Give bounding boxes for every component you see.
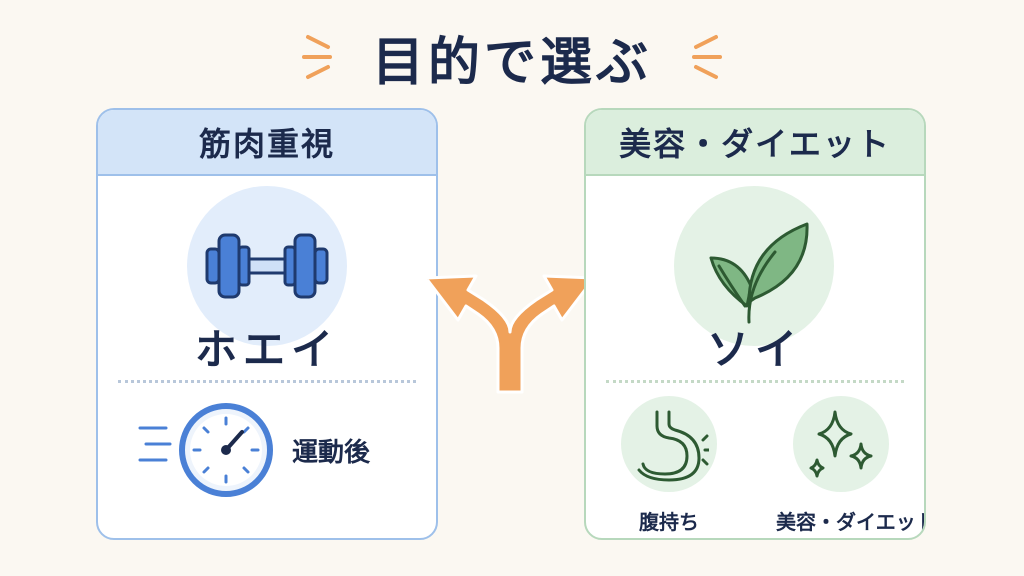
whey-label: ホエイ <box>194 325 339 374</box>
feature-beauty: 美容・ダイエット <box>776 396 926 535</box>
soy-label: ソイ <box>706 325 803 374</box>
leaf-icon <box>709 222 809 324</box>
sparkle-circle <box>793 396 889 492</box>
feature-label-satiety: 腹持ち <box>639 510 699 534</box>
feature-satiety: 腹持ち <box>614 396 724 535</box>
muscle-card-heading: 筋肉重視 <box>98 110 436 176</box>
stopwatch-icon <box>138 403 273 497</box>
stomach-circle <box>621 396 717 492</box>
timing-row: 運動後 <box>138 400 370 500</box>
feature-label-beauty: 美容・ダイエット <box>776 510 926 534</box>
title-area: 目的で選ぶ <box>0 22 1024 93</box>
divider <box>118 380 416 383</box>
beauty-card: 美容・ダイエット ソイ 腹持ち <box>584 108 926 540</box>
stomach-icon <box>637 410 709 482</box>
dumbbell-circle <box>187 186 347 346</box>
divider <box>606 380 904 383</box>
sparkle-icon <box>809 410 873 478</box>
muscle-card: 筋肉重視 ホエイ <box>96 108 438 540</box>
split-arrow-icon <box>424 274 596 394</box>
timing-label: 運動後 <box>292 437 371 468</box>
dumbbell-icon <box>205 233 329 299</box>
beauty-card-heading: 美容・ダイエット <box>586 110 924 176</box>
burst-left-icon <box>301 35 332 79</box>
page-title: 目的で選ぶ <box>371 32 652 93</box>
burst-right-icon <box>692 35 722 79</box>
leaf-circle <box>674 186 834 346</box>
